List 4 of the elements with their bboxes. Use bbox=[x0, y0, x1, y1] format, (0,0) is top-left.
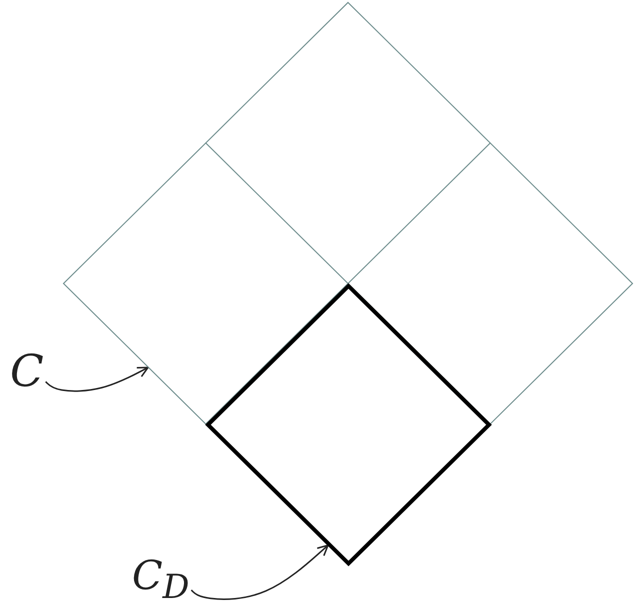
leader-arrow bbox=[190, 544, 329, 600]
math-label: C bbox=[10, 350, 44, 394]
leader-arrow bbox=[45, 366, 149, 392]
math-label: C$_{D}$ bbox=[132, 556, 190, 604]
